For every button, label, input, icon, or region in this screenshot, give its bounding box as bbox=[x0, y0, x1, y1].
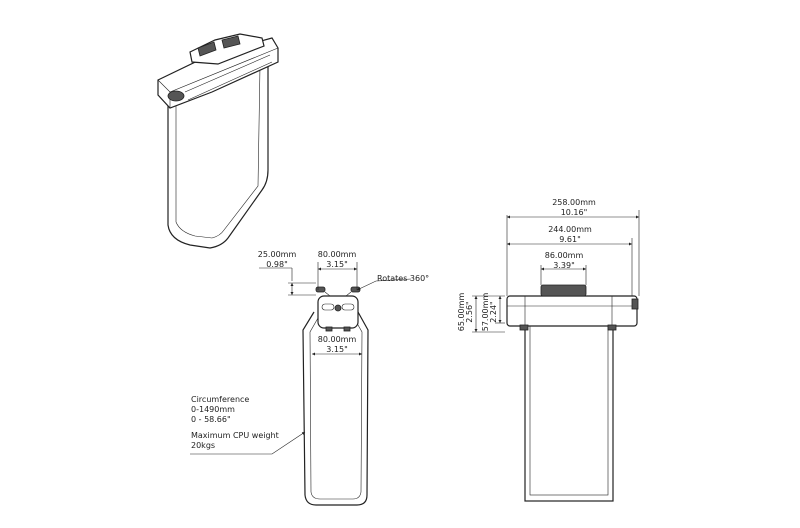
max-weight-value: 20kgs bbox=[191, 441, 215, 450]
mount-width-dim-inch: 3.39" bbox=[553, 261, 575, 270]
front-view bbox=[259, 262, 412, 506]
height-dim-inch: 0.98" bbox=[266, 260, 288, 269]
isometric-view bbox=[157, 33, 279, 249]
side-view bbox=[472, 210, 640, 502]
inner-width-dim-inch: 3.15" bbox=[326, 345, 348, 354]
top-width-dim-mm: 80.00mm bbox=[318, 250, 357, 259]
circumference-title: Circumference bbox=[191, 395, 249, 404]
overall-width-dim-mm: 258.00mm bbox=[552, 198, 596, 207]
overall-height-dim-mm: 65.00mm bbox=[457, 293, 466, 332]
circumference-mm: 0-1490mm bbox=[191, 405, 235, 414]
inner-width-dim-mm: 80.00mm bbox=[318, 335, 357, 344]
height-dim-mm: 25.00mm bbox=[258, 250, 297, 259]
max-weight-title: Maximum CPU weight bbox=[191, 431, 279, 440]
body-height-dim-mm: 57.00mm bbox=[481, 293, 490, 332]
inner-width-dim-mm: 244.00mm bbox=[548, 225, 592, 234]
notes-leader-line bbox=[190, 431, 306, 455]
body-height-dim-inch: 2.24" bbox=[489, 301, 498, 323]
circumference-inch: 0 - 58.66" bbox=[191, 415, 231, 424]
overall-width-dim-inch: 10.16" bbox=[561, 208, 588, 217]
overall-height-dim-inch: 2.56" bbox=[465, 301, 474, 323]
top-width-dim-inch: 3.15" bbox=[326, 260, 348, 269]
mount-width-dim-mm: 86.00mm bbox=[545, 251, 584, 260]
rotation-note: Rotates 360° bbox=[377, 274, 429, 283]
inner-width-dim-inch: 9.61" bbox=[559, 235, 581, 244]
